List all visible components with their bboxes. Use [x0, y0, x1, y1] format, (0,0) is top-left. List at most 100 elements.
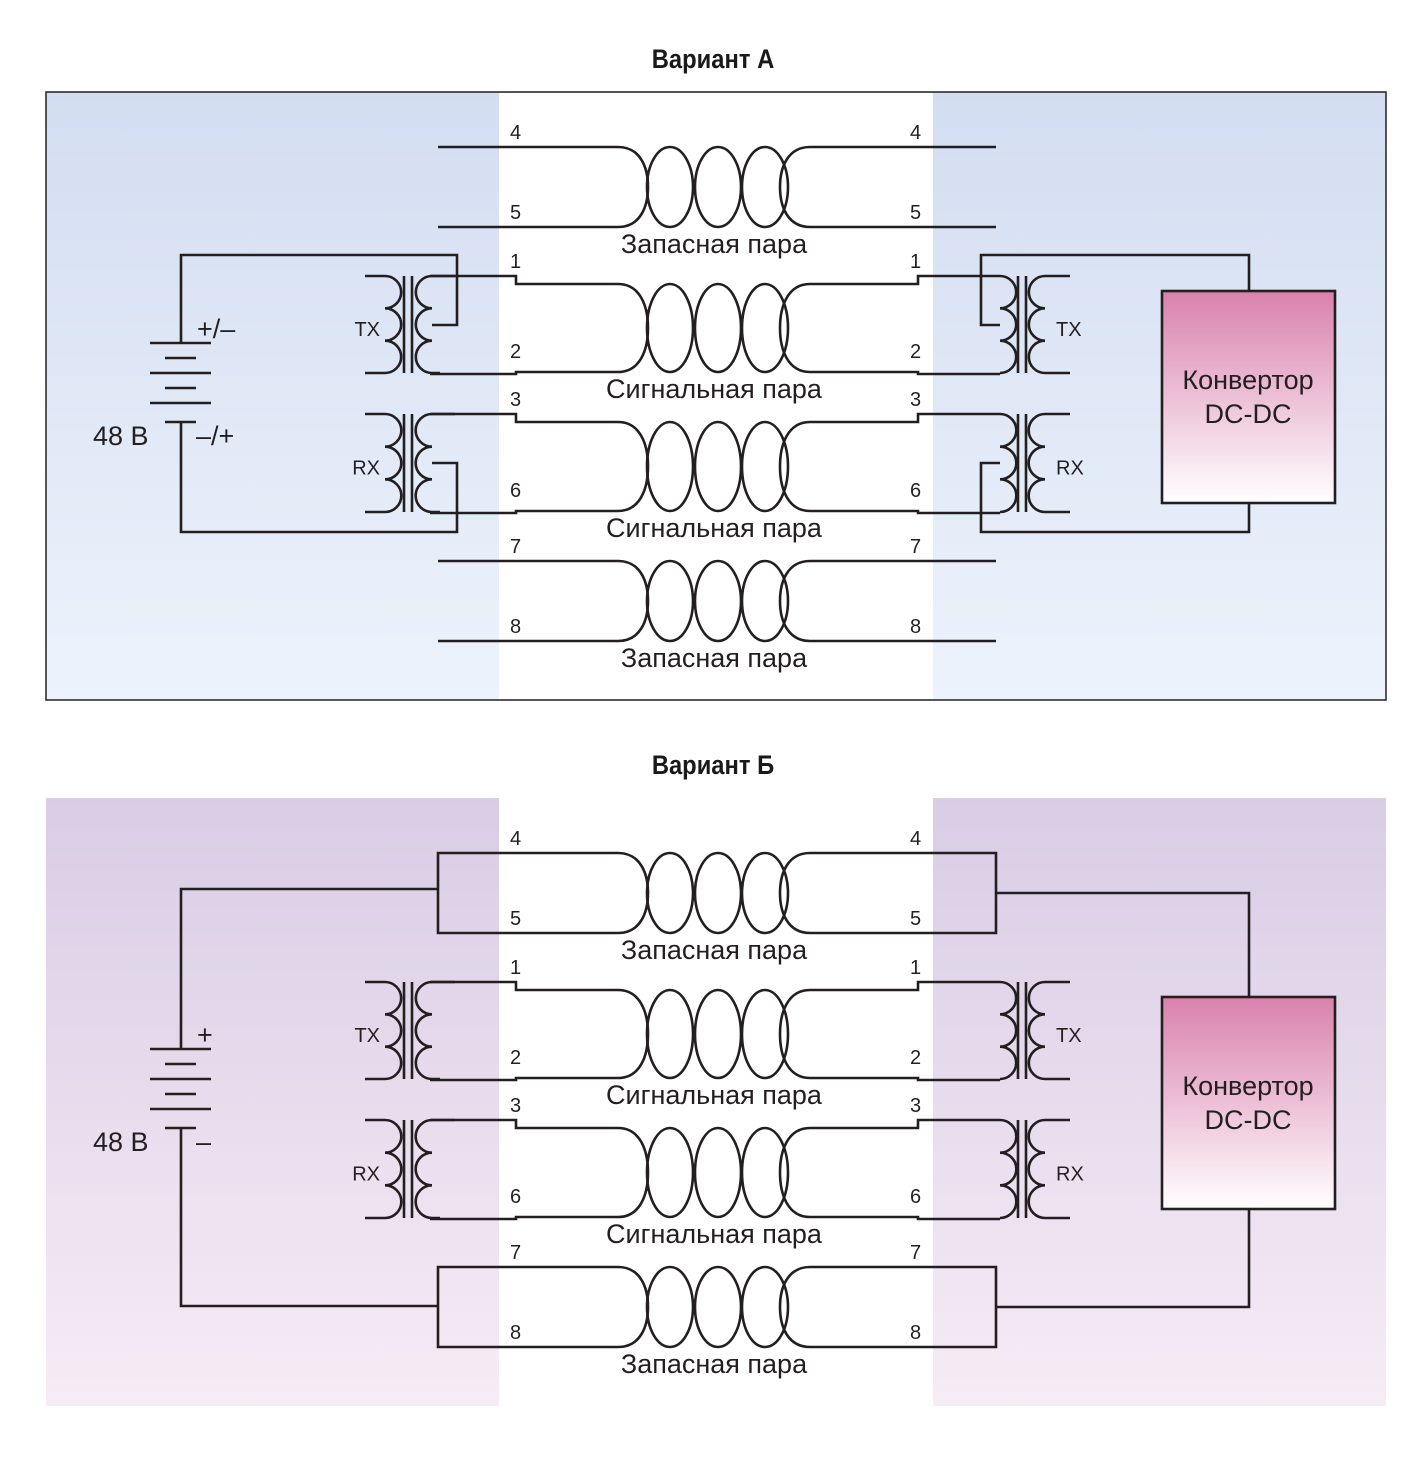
battery-bottom-polarity: –/+ [196, 421, 234, 451]
transformer-core-right [1016, 276, 1028, 373]
pin-label-right: 5 [910, 908, 921, 930]
pair-label: Сигнальная пара [606, 1080, 823, 1110]
primary-coil-right [999, 1118, 1018, 1220]
xfmr-label-left: RX [352, 458, 380, 480]
return-wire-top [996, 891, 1251, 997]
twist-loop [740, 559, 790, 643]
twist-loop [740, 851, 790, 935]
twist-end-right [778, 1265, 811, 1349]
secondary-coil-right [1027, 1118, 1070, 1220]
transformer-core-right [1016, 414, 1028, 512]
twist-loop [645, 420, 695, 513]
twist-loop [740, 145, 790, 229]
twist-loop [740, 1126, 790, 1219]
battery-voltage: 48 В [93, 1127, 149, 1157]
twist-end-right [778, 145, 811, 229]
twist-loop [740, 1265, 790, 1349]
pin-label-right: 7 [910, 536, 921, 558]
transformer-core-left [402, 414, 414, 512]
cable-area [499, 93, 933, 699]
twist-loop [645, 282, 695, 374]
power-feed-wiring [179, 887, 1251, 1309]
twist-end-right [778, 988, 811, 1080]
pin-label-right: 4 [910, 828, 921, 850]
wire-right-bottom [810, 370, 1000, 376]
pin-label-left: 2 [510, 1047, 521, 1069]
primary-coil-left [365, 274, 403, 375]
primary-coil-left [365, 1118, 403, 1220]
variant-b-title: Вариант Б [651, 750, 775, 780]
power-feed-wiring [179, 253, 1251, 534]
pin-label-left: 5 [510, 202, 521, 224]
twist-loop [645, 145, 695, 229]
wire-left-bottom [430, 509, 618, 515]
twist-loop [740, 988, 790, 1080]
pin-label-right: 3 [910, 1095, 921, 1117]
pair-label: Запасная пара [621, 935, 808, 965]
pin-label-right: 8 [910, 616, 921, 638]
battery-top-polarity: +/– [197, 314, 235, 344]
wire-right-bottom [810, 1076, 1000, 1082]
twist-loop [645, 1265, 695, 1349]
pin-label-right: 2 [910, 1047, 921, 1069]
pin-label-right: 1 [910, 957, 921, 979]
pin-label-right: 6 [910, 1186, 921, 1208]
feed-wire-positive [179, 887, 438, 1049]
pin-label-left: 4 [510, 122, 521, 144]
converter-box [1160, 289, 1337, 505]
feed-wire-positive [179, 253, 459, 343]
wire-right-top [810, 980, 1000, 992]
pin-label-left: 6 [510, 1186, 521, 1208]
wire-right-bottom [810, 509, 1000, 515]
transformer-core-right [1016, 1120, 1028, 1218]
battery-top-polarity: + [197, 1020, 213, 1050]
twist-end-right [778, 282, 811, 374]
transformer-core-left [402, 982, 414, 1079]
xfmr-label-left: TX [354, 319, 380, 341]
wire-left-top [430, 412, 618, 424]
wire-left-bottom [430, 1215, 618, 1221]
pin-label-left: 8 [510, 1322, 521, 1344]
xfmr-label-right: TX [1056, 1025, 1082, 1047]
primary-coil-left [365, 412, 403, 514]
wire-right-top [810, 1118, 1000, 1130]
wire-left-top [430, 1118, 618, 1130]
twist-end-right [778, 559, 811, 643]
secondary-coil-left [414, 412, 440, 514]
pin-label-right: 2 [910, 341, 921, 363]
pin-label-right: 6 [910, 480, 921, 502]
wire-left-top [430, 274, 618, 286]
transformer-core-left [402, 1120, 414, 1218]
pin-label-left: 7 [510, 536, 521, 558]
pin-label-right: 3 [910, 389, 921, 411]
twist-loop [645, 559, 695, 643]
feed-wire-negative [179, 422, 459, 534]
twist-loop [645, 1126, 695, 1219]
return-wire-bottom [979, 461, 1251, 534]
wire-right-bottom [810, 1215, 1000, 1221]
pin-label-right: 8 [910, 1322, 921, 1344]
battery-48v: +/––/+48 В [93, 314, 235, 451]
transformer-core-left [402, 276, 414, 373]
pin-label-left: 2 [510, 341, 521, 363]
primary-coil-right [999, 412, 1018, 514]
secondary-coil-right [1027, 412, 1070, 514]
pair-label: Сигнальная пара [606, 374, 823, 404]
return-wire-top [979, 253, 1251, 327]
variant-a-title: Вариант А [651, 44, 775, 74]
wire-left-top [430, 980, 618, 992]
twist-loop [740, 282, 790, 374]
converter-label-line1: Конвертор [1182, 365, 1313, 395]
wire-right-top [810, 412, 1000, 424]
